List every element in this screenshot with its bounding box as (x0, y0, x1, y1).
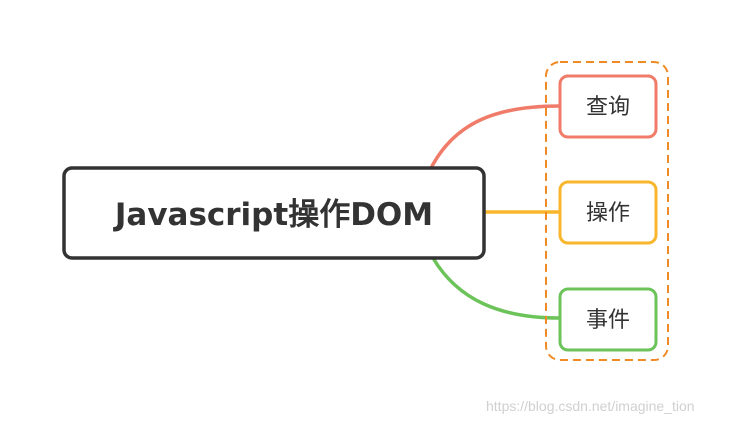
root-node-label: Javascript操作DOM (113, 197, 433, 233)
connector-query (428, 104, 562, 172)
branch-node-event[interactable] (558, 287, 658, 352)
branch-node-query-label: 查询 (586, 95, 630, 120)
branch-node-operate[interactable] (558, 180, 658, 245)
connector-event (431, 256, 562, 320)
branch-group-outline (545, 61, 669, 361)
branch-node-event-label: 事件 (586, 308, 630, 333)
watermark-url: https://blog.csdn.net/imagine_tion (486, 398, 695, 414)
branch-node-operate-label: 操作 (586, 201, 630, 226)
root-node[interactable] (62, 166, 486, 260)
branch-node-query[interactable] (558, 74, 658, 139)
